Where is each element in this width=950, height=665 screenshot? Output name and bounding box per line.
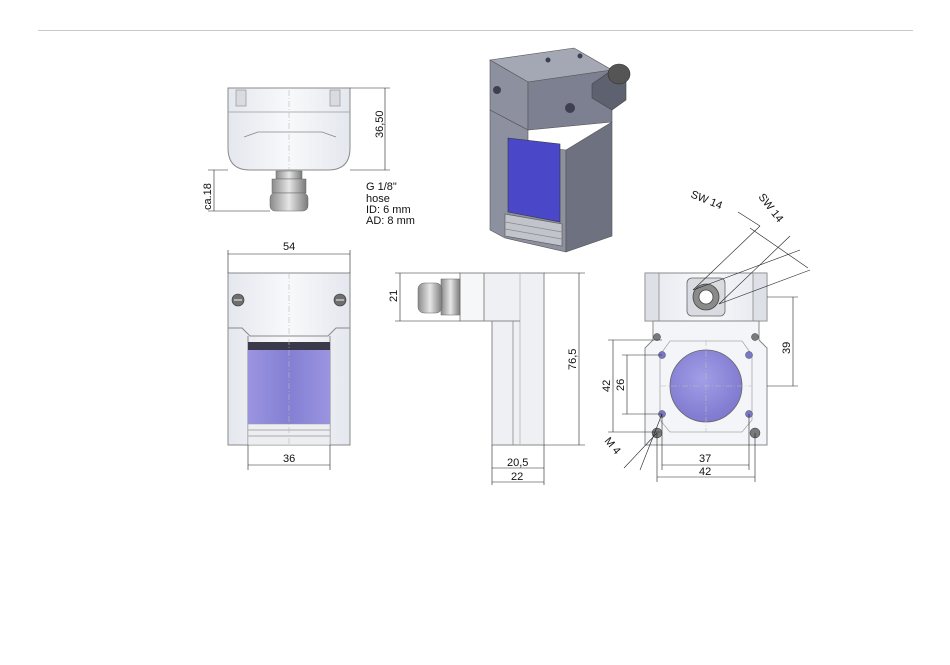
dim-sw-a: SW 14 xyxy=(689,189,724,212)
top-view-notch-left xyxy=(236,90,246,106)
dim-ca18: ca.18 xyxy=(202,183,214,210)
dim-39: 39 xyxy=(781,342,793,354)
side-view-fitting xyxy=(418,283,442,313)
dim-width-54: 54 xyxy=(283,241,295,253)
dim-side-21: 21 xyxy=(388,290,400,302)
dim-26: 26 xyxy=(615,379,627,391)
dim-height-top: 36,50 xyxy=(374,110,386,138)
side-view xyxy=(395,273,585,485)
dim-sw-b: SW 14 xyxy=(756,191,786,224)
dim-37: 37 xyxy=(699,453,711,465)
dim-height-765: 76,5 xyxy=(567,349,579,370)
iso-fitting xyxy=(608,64,630,84)
dim-depth-22: 22 xyxy=(511,471,523,483)
top-view-fitting-nut xyxy=(276,171,302,179)
note-fitting: G 1/8" xyxy=(366,181,397,193)
dim-depth-205: 20,5 xyxy=(507,457,528,469)
back-view xyxy=(608,212,810,482)
iso-window xyxy=(508,138,560,222)
front-view xyxy=(228,250,350,470)
screw-icon xyxy=(654,334,661,341)
note-ad: AD: 8 mm xyxy=(366,215,415,227)
screw-icon xyxy=(752,334,759,341)
isometric-view xyxy=(490,48,630,252)
top-view xyxy=(208,88,390,211)
dim-42-horizontal: 42 xyxy=(699,466,711,478)
dim-m4: M 4 xyxy=(602,435,623,457)
mount-hole-icon xyxy=(746,352,753,359)
dim-width-36: 36 xyxy=(283,453,295,465)
top-view-notch-right xyxy=(330,90,340,106)
dim-42-vertical: 42 xyxy=(601,380,613,392)
